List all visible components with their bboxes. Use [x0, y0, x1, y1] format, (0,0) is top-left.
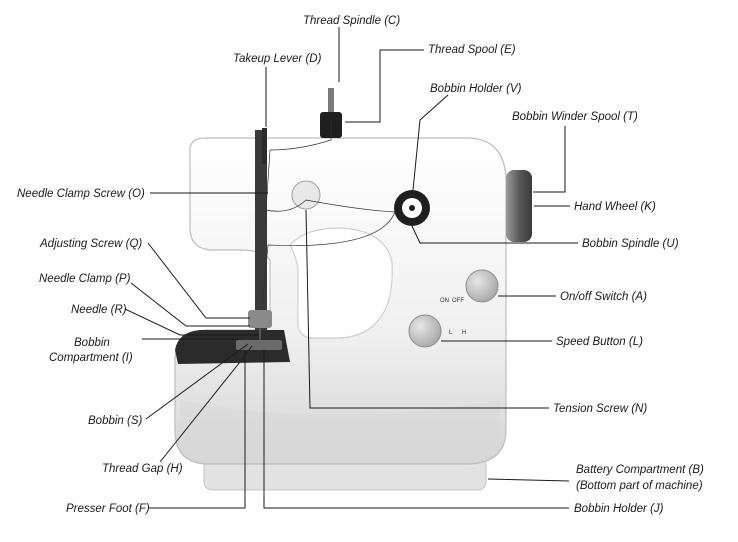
machine-illustration: ON OFF L H: [174, 88, 532, 491]
switch-on-mark: ON: [440, 298, 449, 304]
hand-wheel: [506, 170, 532, 242]
label-bobbin-holder-j: Bobbin Holder (J): [574, 503, 664, 515]
takeup-lever: [262, 128, 267, 164]
leader-bobbin-spindle: [411, 225, 578, 244]
label-speed-button: Speed Button (L): [556, 336, 643, 348]
thread-spindle: [328, 88, 334, 112]
leader-tension-screw: [305, 209, 549, 409]
arm-opening: [289, 227, 393, 339]
label-tension-screw: Tension Screw (N): [553, 403, 647, 415]
leader-needle: [124, 308, 258, 336]
labels: Thread Spindle (C) Thread Spool (E) Take…: [17, 15, 704, 515]
body-shadow: [180, 400, 500, 462]
label-thread-spool: Thread Spool (E): [428, 44, 516, 56]
label-on-off-switch: On/off Switch (A): [560, 291, 647, 303]
label-needle-clamp-screw: Needle Clamp Screw (O): [17, 188, 145, 200]
speed-button: [408, 314, 442, 348]
label-bobbin-compartment-1: Bobbin: [74, 337, 110, 349]
label-thread-spindle: Thread Spindle (C): [303, 15, 400, 27]
thread-path: [261, 120, 396, 311]
leader-needle-clamp: [130, 282, 250, 327]
label-takeup-lever: Takeup Lever (D): [233, 53, 322, 65]
label-bobbin-holder-v: Bobbin Holder (V): [430, 83, 522, 95]
needle-bar: [255, 130, 267, 330]
label-presser-foot: Presser Foot (F): [66, 503, 150, 515]
label-bobbin-winder-spool: Bobbin Winder Spool (T): [512, 111, 638, 123]
label-thread-gap: Thread Gap (H): [102, 463, 183, 475]
leader-bobbin: [145, 343, 249, 420]
leader-bobbin-winder-spool: [533, 126, 566, 193]
speed-high-mark: H: [462, 330, 466, 336]
presser-foot: [236, 340, 282, 350]
leader-presser-foot: [148, 350, 246, 509]
leader-bobbin-holder-v: [412, 94, 449, 191]
leader-thread-gap: [159, 345, 253, 463]
bobbin-holder-center: [409, 205, 415, 211]
speed-low-mark: L: [449, 330, 453, 336]
label-battery-compartment-1: Battery Compartment (B): [576, 464, 704, 476]
leader-bobbin-holder-j: [263, 350, 569, 509]
needle-clamp: [248, 310, 272, 328]
label-battery-compartment-2: (Bottom part of machine): [576, 480, 703, 492]
switch-off-mark: OFF: [452, 298, 464, 304]
on-off-switch-button: [465, 269, 499, 303]
leader-battery-compartment: [487, 478, 570, 482]
label-bobbin-compartment-2: Compartment (I): [49, 352, 133, 364]
tension-dial: [291, 180, 321, 210]
leader-adjusting-screw: [147, 242, 250, 319]
leader-lines: [124, 27, 578, 509]
leader-thread-spool: [345, 49, 424, 123]
label-adjusting-screw: Adjusting Screw (Q): [39, 238, 142, 250]
label-bobbin: Bobbin (S): [88, 415, 143, 427]
label-needle-clamp: Needle Clamp (P): [39, 273, 131, 285]
label-hand-wheel: Hand Wheel (K): [574, 201, 656, 213]
label-needle: Needle (R): [71, 304, 127, 316]
label-bobbin-spindle: Bobbin Spindle (U): [582, 238, 679, 250]
